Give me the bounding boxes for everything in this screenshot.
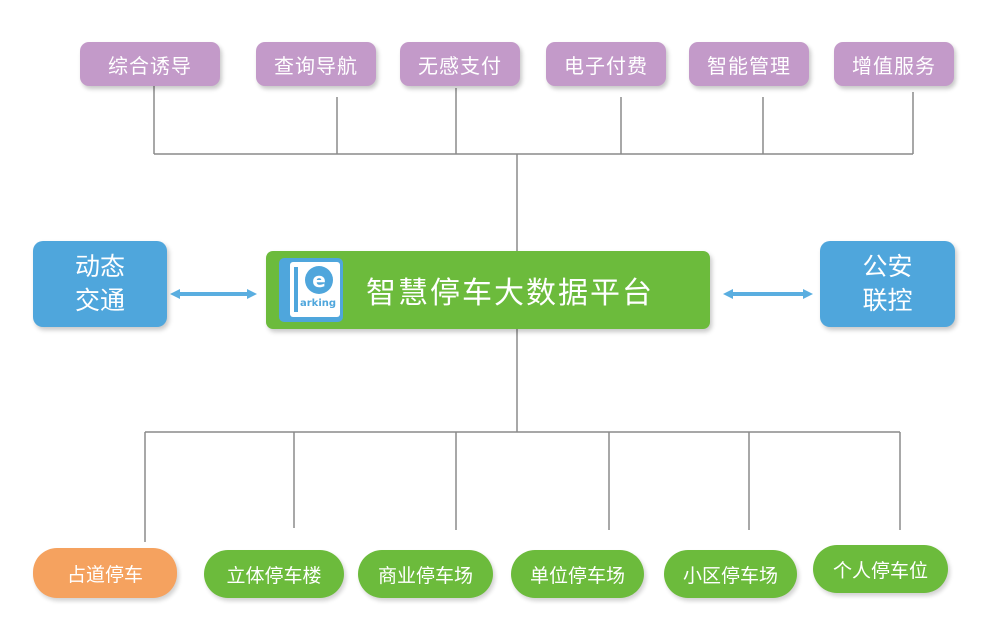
public-security-line2: 联控 xyxy=(862,286,913,315)
node-roadside-parking: 占道停车 xyxy=(33,548,177,598)
parking-logo-icon: e arking xyxy=(279,258,343,322)
service-box-seamless-payment: 无感支付 xyxy=(400,42,520,86)
service-box-electronic-payment: 电子付费 xyxy=(546,42,666,86)
service-box-comprehensive-guidance: 综合诱导 xyxy=(80,42,220,86)
node-commercial-parking: 商业停车场 xyxy=(358,550,493,598)
svg-text:e: e xyxy=(312,268,326,292)
service-box-smart-management: 智能管理 xyxy=(689,42,809,86)
dynamic-traffic-box: 动态 交通 xyxy=(33,241,167,327)
node-personal-space: 个人停车位 xyxy=(813,545,948,593)
logo-text: arking xyxy=(300,298,336,309)
node-unit-parking: 单位停车场 xyxy=(511,550,644,598)
platform-box: e arking 智慧停车大数据平台 xyxy=(266,251,710,329)
platform-title: 智慧停车大数据平台 xyxy=(366,276,654,311)
node-multistory-parking: 立体停车楼 xyxy=(204,550,344,598)
service-box-query-navigation: 查询导航 xyxy=(256,42,376,86)
dynamic-traffic-line1: 动态 xyxy=(74,252,125,281)
public-security-box: 公安 联控 xyxy=(820,241,955,327)
service-box-value-added: 增值服务 xyxy=(834,42,954,86)
node-residential-parking: 小区停车场 xyxy=(664,550,797,598)
dynamic-traffic-line2: 交通 xyxy=(74,286,125,315)
public-security-line1: 公安 xyxy=(862,252,913,281)
